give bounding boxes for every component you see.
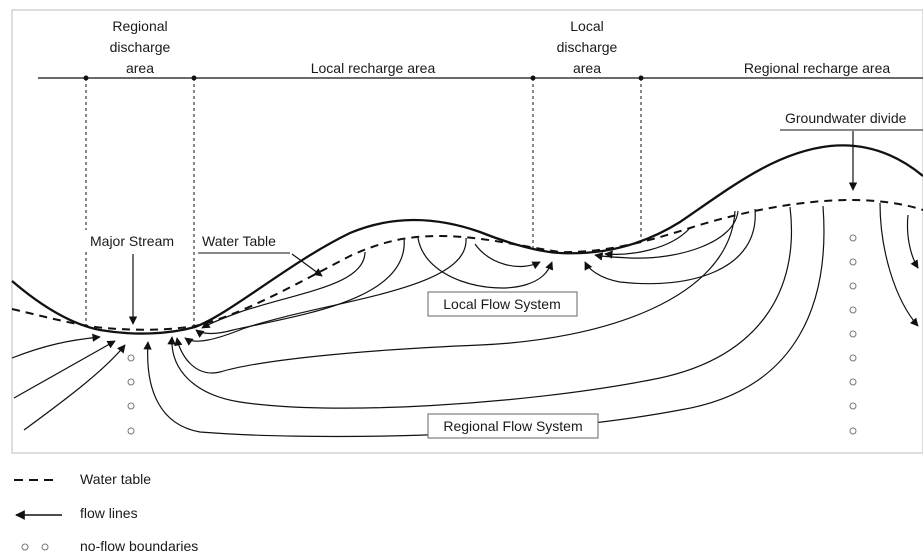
diagram-frame: [11, 9, 923, 454]
flow-line: [184, 237, 467, 346]
local-flow-system-label: Local Flow System: [443, 296, 560, 312]
no-flow-boundary-divide: [849, 234, 857, 435]
flow-line: [879, 202, 919, 327]
local-flow-system-box: [427, 291, 578, 317]
legend-flow-lines-label: flow lines: [80, 505, 138, 521]
local-flow-lines: [195, 202, 919, 338]
zone-label-local-discharge-1: Local: [570, 18, 603, 34]
zone-label-regional-discharge-2: discharge: [110, 39, 171, 55]
regional-flow-system-label: Regional Flow System: [443, 418, 582, 434]
zone-dividers: [85, 78, 642, 330]
flow-line: [195, 237, 405, 338]
zone-label-local-discharge-2: discharge: [557, 39, 618, 55]
groundwater-divide-label: Groundwater divide: [785, 110, 907, 126]
water-table-pointer: [291, 253, 323, 277]
legend-circle-symbol: [21, 543, 29, 551]
no-flow-boundary-stream: [127, 354, 135, 435]
zone-axis: [38, 75, 923, 81]
flow-line: [167, 206, 793, 409]
land-surface: [11, 144, 923, 335]
flow-line: [906, 214, 919, 269]
legend: Water table flow lines no-flow boundarie…: [14, 471, 198, 552]
flow-line: [594, 210, 739, 261]
flow-line: [201, 251, 366, 329]
zone-label-regional-recharge: Regional recharge area: [744, 60, 891, 76]
zone-label-local-discharge-3: area: [573, 60, 601, 76]
regional-flow-system-box: [427, 413, 599, 439]
flow-line: [417, 237, 554, 289]
flow-line: [11, 333, 101, 359]
flow-line: [474, 243, 541, 270]
legend-water-table-label: Water table: [80, 471, 151, 487]
major-stream-mask: [83, 230, 190, 252]
zone-label-local-recharge: Local recharge area: [311, 60, 436, 76]
flow-line: [174, 210, 736, 374]
legend-circle-symbol: [41, 543, 49, 551]
zone-label-regional-discharge-1: Regional: [112, 18, 167, 34]
flow-line: [13, 340, 116, 399]
legend-no-flow-label: no-flow boundaries: [80, 538, 198, 552]
flow-line: [604, 227, 691, 259]
flow-line: [584, 208, 756, 285]
major-stream-label: Major Stream: [90, 233, 174, 249]
flow-line: [23, 344, 126, 431]
zone-label-regional-discharge-3: area: [126, 60, 154, 76]
water-table-line: [11, 198, 923, 331]
water-table-label: Water Table: [202, 233, 276, 249]
